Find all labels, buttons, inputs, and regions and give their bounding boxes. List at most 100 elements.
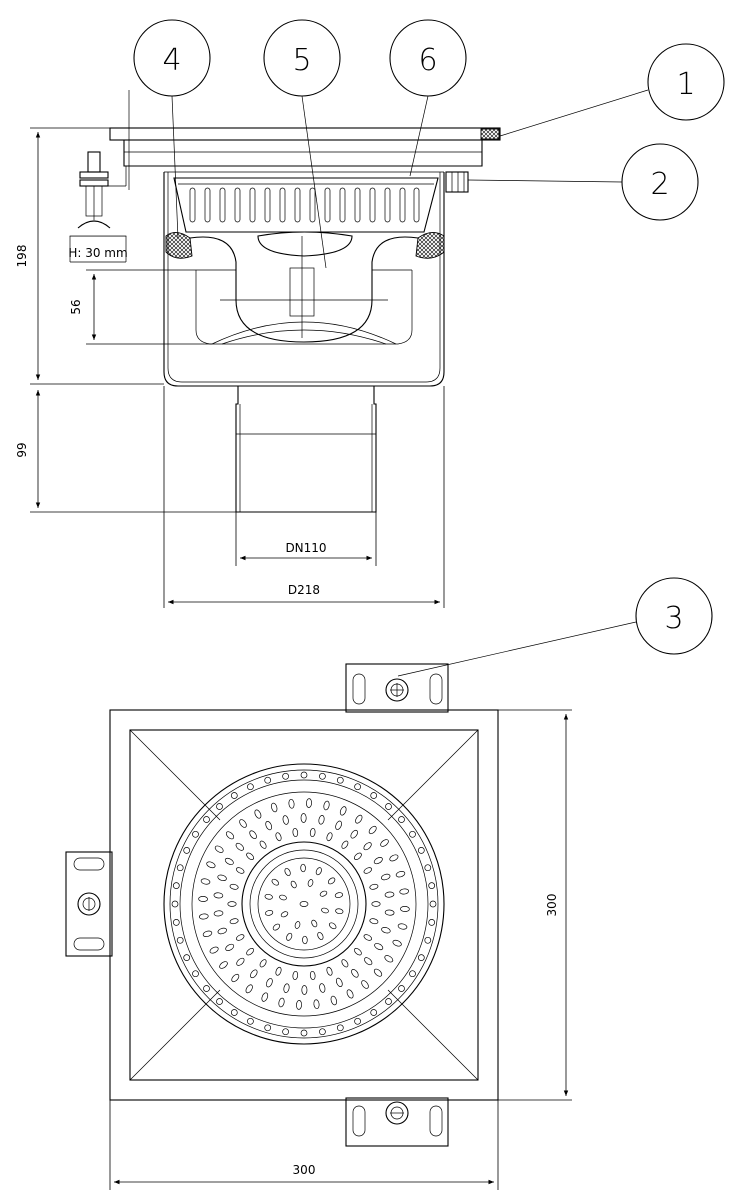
grating-hole	[341, 959, 349, 968]
grating-hole	[264, 1024, 272, 1032]
dim-plan-width	[109, 1100, 499, 1190]
grating-hole	[381, 927, 391, 934]
grating-hole	[369, 918, 379, 925]
grating-hole	[354, 783, 361, 791]
grating-hole	[216, 803, 223, 810]
grating-hole	[282, 1028, 289, 1036]
grating-hole	[309, 970, 316, 981]
grating-hole	[429, 900, 437, 908]
grating-hole	[198, 896, 208, 902]
grating-hole	[288, 798, 295, 809]
grating-hole	[264, 893, 273, 900]
grating-hole	[361, 980, 369, 989]
grating-hole	[336, 1024, 344, 1032]
grating-hole	[250, 969, 258, 979]
grating-hole	[392, 939, 402, 947]
clamp-screw	[445, 171, 469, 193]
grating-hole	[279, 894, 287, 901]
grating-hole	[292, 827, 299, 838]
grating-hole	[323, 800, 330, 811]
grating-hole	[264, 776, 272, 784]
svg-text:3: 3	[664, 601, 683, 636]
dim-d218-label: D218	[288, 583, 320, 597]
grating-hole	[282, 815, 289, 825]
grating-hole	[319, 772, 326, 780]
grating-hole	[235, 867, 245, 874]
grating-hole	[363, 934, 373, 941]
grating-hole	[341, 840, 349, 849]
balloon-3: 3	[397, 577, 713, 677]
grating-hole	[398, 985, 405, 992]
grating-hole	[203, 816, 210, 823]
grating-hole	[424, 936, 432, 944]
grating-hole	[417, 847, 425, 854]
grating-hole	[284, 868, 291, 876]
grating-hole	[309, 827, 316, 838]
grating-hole	[339, 806, 347, 816]
grating-hole	[315, 867, 322, 876]
grating-hole	[351, 969, 359, 978]
grating-hole	[300, 1029, 308, 1037]
grating-hole	[217, 874, 227, 881]
round-grating	[163, 763, 445, 1045]
grating-hole	[326, 832, 333, 842]
grating-hole	[355, 814, 363, 824]
dim-plan-width-label: 300	[293, 1163, 316, 1177]
grating-hole	[363, 842, 372, 851]
grating-hole	[350, 829, 358, 839]
grating-holes	[171, 771, 437, 1037]
svg-text:2: 2	[650, 167, 669, 202]
grating-hole	[247, 1017, 254, 1025]
grating-hole	[229, 918, 239, 925]
grating-hole	[230, 792, 238, 799]
dim-198	[30, 127, 164, 385]
grating-hole	[254, 809, 262, 819]
grating-hole	[346, 989, 354, 999]
grating-hole	[227, 901, 237, 907]
grating-hole	[230, 1009, 238, 1016]
grating-hole	[384, 955, 394, 963]
grating-hole	[370, 792, 378, 799]
grating-hole	[198, 913, 209, 920]
grating-hole	[280, 911, 289, 918]
grating-hole	[380, 839, 389, 847]
grating-hole	[272, 923, 281, 931]
grating-hole	[384, 909, 395, 916]
frame-outer	[109, 709, 499, 1101]
grating-hole	[364, 957, 373, 966]
grating-hole	[417, 954, 425, 961]
balloon-4: 4	[133, 19, 211, 239]
grating-hole	[363, 867, 373, 874]
svg-text:5: 5	[292, 43, 311, 78]
dim-56-label: 56	[69, 299, 83, 314]
grating-hole	[369, 883, 379, 890]
grating-hole	[321, 907, 329, 914]
grating-hole	[265, 821, 273, 831]
grating-hole	[246, 852, 254, 860]
grating-hole	[296, 1000, 302, 1010]
grating-hole	[428, 919, 436, 926]
grating-hole	[192, 970, 199, 978]
grating-hole	[371, 901, 381, 907]
dim-99-label: 99	[15, 442, 29, 457]
grating-hole	[225, 943, 235, 951]
grating-hole	[424, 864, 432, 872]
grating-hole	[409, 970, 416, 978]
grating-hole	[259, 840, 267, 849]
grating-hole	[300, 863, 306, 873]
levelling-bolt	[69, 90, 130, 263]
grating-hole	[335, 908, 344, 915]
seal-rings	[165, 232, 445, 259]
grating-hole	[409, 830, 416, 838]
grating-hole	[236, 957, 245, 966]
grating-hole	[229, 883, 239, 890]
grating-hole	[327, 877, 336, 885]
grating-hole	[292, 970, 299, 981]
dim-plan-height	[498, 709, 572, 1101]
grating-hole	[183, 847, 191, 854]
grating-hole	[290, 880, 297, 889]
grating-hole	[203, 985, 210, 992]
grating-hole	[313, 999, 320, 1010]
grating-hole	[354, 1017, 361, 1025]
